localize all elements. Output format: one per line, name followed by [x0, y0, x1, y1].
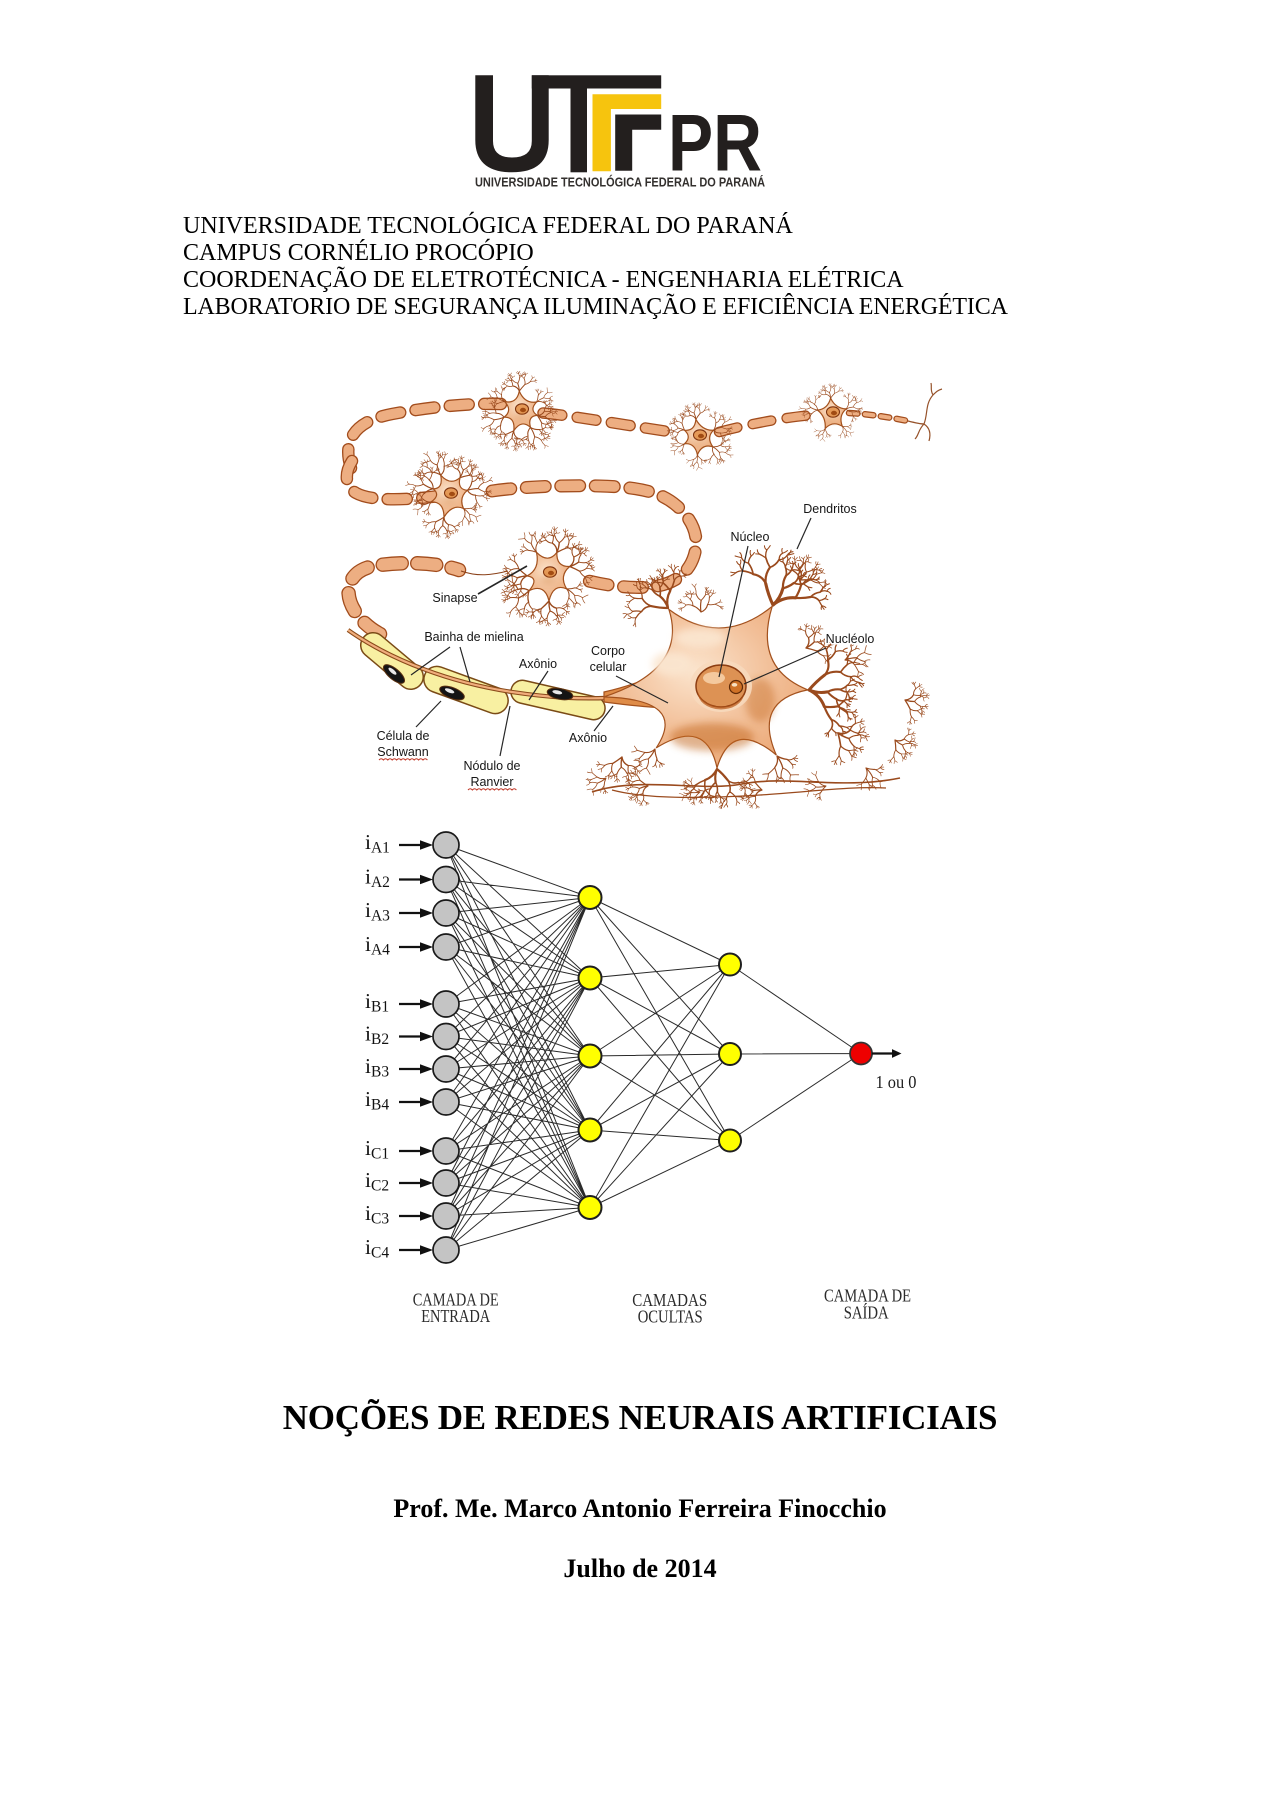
svg-text:CAMADAS: CAMADAS: [632, 1290, 707, 1310]
svg-text:Axônio: Axônio: [569, 731, 607, 745]
svg-text:CAMADA DE: CAMADA DE: [413, 1290, 499, 1310]
svg-text:iC3: iC3: [365, 1201, 389, 1228]
svg-text:Célula de: Célula de: [377, 729, 430, 743]
svg-text:Sinapse: Sinapse: [432, 591, 477, 605]
svg-text:Bainha de mielina: Bainha de mielina: [424, 630, 523, 644]
svg-text:ENTRADA: ENTRADA: [421, 1306, 490, 1326]
svg-text:Dendritos: Dendritos: [803, 502, 857, 516]
svg-text:Nucléolo: Nucléolo: [826, 632, 875, 646]
svg-text:iB4: iB4: [365, 1087, 389, 1114]
svg-text:Ranvier: Ranvier: [470, 775, 513, 789]
svg-text:iC1: iC1: [365, 1136, 389, 1163]
svg-text:iC2: iC2: [365, 1168, 389, 1195]
svg-text:Axônio: Axônio: [519, 657, 557, 671]
svg-text:iB3: iB3: [365, 1054, 389, 1081]
svg-text:iA3: iA3: [365, 898, 390, 925]
svg-text:CAMADA DE: CAMADA DE: [824, 1286, 911, 1306]
svg-text:Nódulo de: Nódulo de: [464, 759, 521, 773]
svg-text:Núcleo: Núcleo: [731, 530, 770, 544]
svg-text:PR: PR: [668, 98, 762, 188]
svg-text:UNIVERSIDADE TECNOLÓGICA FEDER: UNIVERSIDADE TECNOLÓGICA FEDERAL DO PARA…: [475, 175, 766, 190]
svg-text:celular: celular: [590, 660, 627, 674]
svg-text:Schwann: Schwann: [377, 745, 428, 759]
svg-text:SAÍDA: SAÍDA: [844, 1303, 889, 1323]
svg-text:iB2: iB2: [365, 1022, 389, 1049]
svg-text:1 ou 0: 1 ou 0: [876, 1072, 917, 1092]
svg-text:Corpo: Corpo: [591, 644, 625, 658]
svg-text:iA1: iA1: [365, 830, 390, 857]
svg-text:iB1: iB1: [365, 989, 389, 1016]
svg-text:iA2: iA2: [365, 865, 390, 892]
svg-text:OCULTAS: OCULTAS: [638, 1307, 703, 1327]
svg-text:iA4: iA4: [365, 932, 390, 959]
svg-text:iC4: iC4: [365, 1235, 389, 1262]
